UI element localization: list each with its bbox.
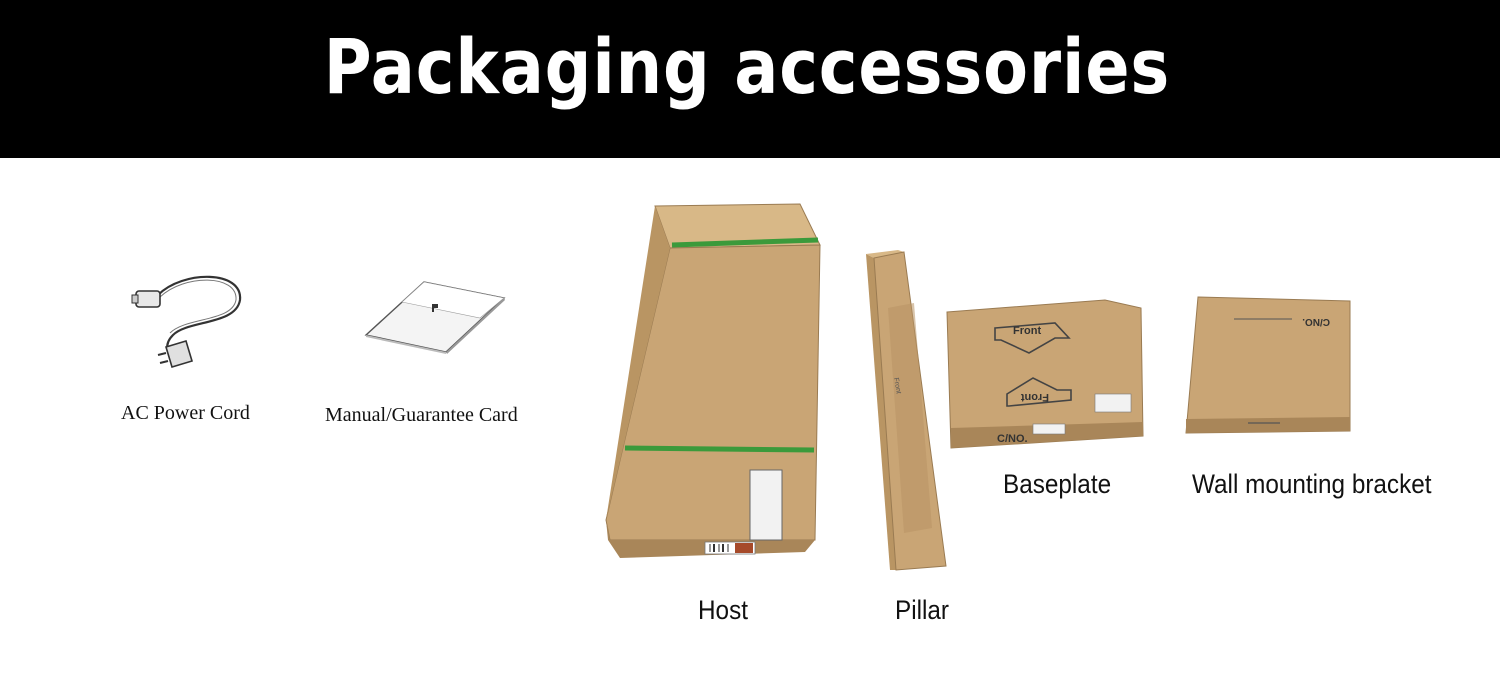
item-label-host: Host	[698, 595, 748, 625]
item-label-manual: Manual/Guarantee Card	[325, 404, 518, 426]
host-box	[600, 200, 830, 570]
box-marking-front-bottom: Front	[1021, 391, 1049, 403]
power-cord-illustration	[128, 265, 248, 375]
pillar-box: Front	[862, 248, 952, 573]
bracket-marking-cno: C/NO.	[1302, 316, 1330, 327]
baseplate-box: Front Front C/NO.	[945, 298, 1145, 450]
item-label-baseplate: Baseplate	[1003, 469, 1112, 499]
wall-bracket-box: C/NO.	[1182, 295, 1354, 437]
box-marking-front-top: Front	[1013, 325, 1041, 337]
page-title: Packaging accessories	[323, 22, 1171, 111]
box-marking-cno: C/NO.	[997, 433, 1028, 445]
header-banner: Packaging accessories	[0, 0, 1500, 158]
item-label-wall-bracket: Wall mounting bracket	[1192, 469, 1432, 499]
item-label-pillar: Pillar	[895, 595, 950, 625]
manual-card-illustration	[362, 280, 507, 355]
item-label-power-cord: AC Power Cord	[121, 402, 250, 424]
svg-text:Front: Front	[892, 377, 902, 394]
